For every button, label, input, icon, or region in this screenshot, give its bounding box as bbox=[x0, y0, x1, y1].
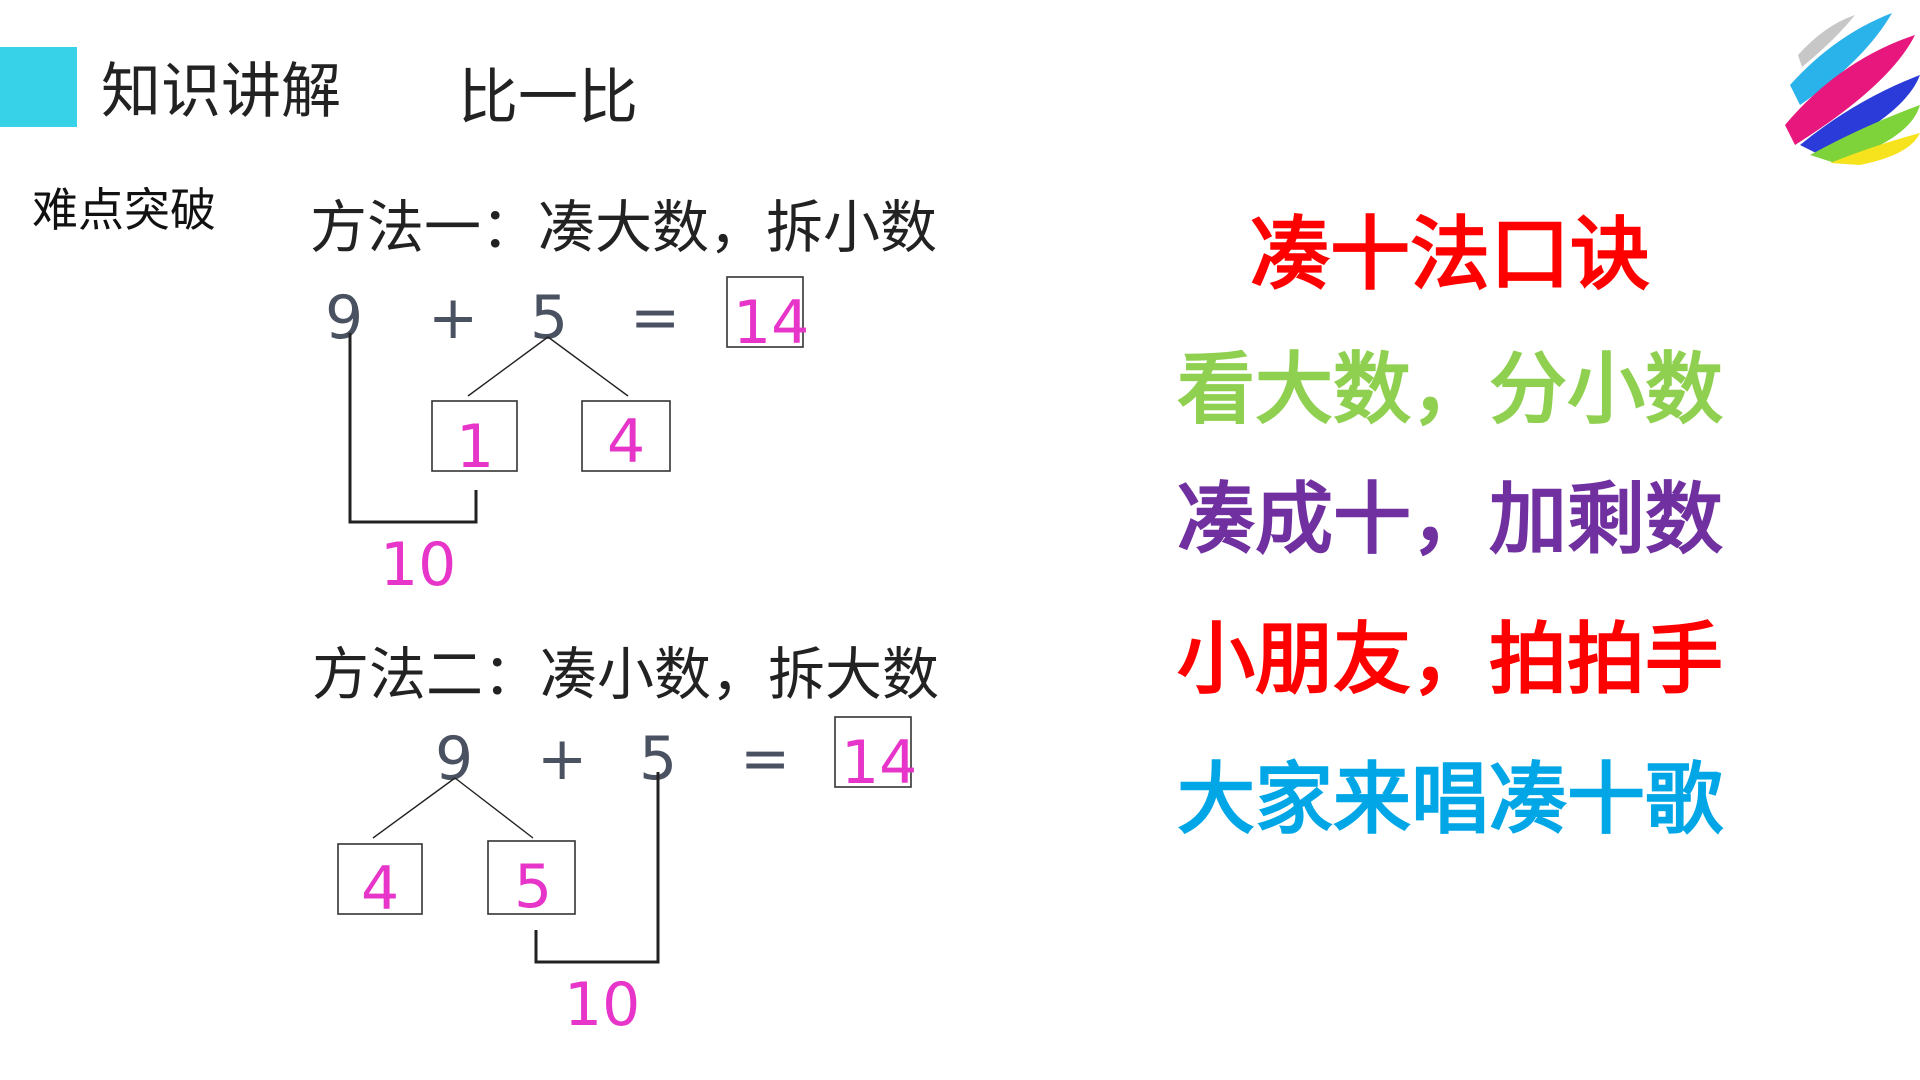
method-two-result: 14 bbox=[841, 728, 917, 798]
method-one-addend-a: 9 bbox=[325, 283, 363, 353]
method-two-equals-sign: = bbox=[740, 724, 790, 794]
method-two-addend-a: 9 bbox=[435, 724, 473, 794]
method-one-result-box bbox=[726, 276, 804, 348]
method-one-part-1: 1 bbox=[456, 412, 494, 482]
method-two-ten-label: 10 bbox=[564, 970, 640, 1040]
method-two-result-box bbox=[834, 716, 912, 788]
method-two-addend-b: 5 bbox=[639, 724, 677, 794]
method-one-addend-b: 5 bbox=[530, 283, 568, 353]
mnemonic-line-3: 小朋友，拍拍手 bbox=[1176, 615, 1723, 705]
method-two-split-line-right bbox=[454, 777, 534, 839]
method-two-part-box-2 bbox=[487, 840, 576, 915]
method-one-part-box-1 bbox=[431, 400, 518, 472]
difficulty-label: 难点突破 bbox=[32, 183, 216, 237]
method-one-equation: 9 + 5 = 14 bbox=[325, 276, 809, 358]
topic-title: 比一比 bbox=[458, 63, 638, 133]
method-two-heading: 方法二：凑小数，拆大数 bbox=[312, 642, 939, 708]
mnemonic-title: 凑十法口诀 bbox=[1250, 208, 1650, 301]
method-one-part-2: 4 bbox=[607, 407, 645, 477]
method-one-split-line-left bbox=[467, 336, 549, 397]
method-two-part-box-1 bbox=[337, 843, 423, 915]
method-two-split-line-left bbox=[372, 777, 456, 839]
method-one-split-line-right bbox=[547, 336, 629, 397]
mnemonic-line-1: 看大数，分小数 bbox=[1176, 345, 1723, 435]
method-one-ten-bracket bbox=[348, 333, 478, 524]
method-one-equals-sign: = bbox=[630, 283, 680, 353]
method-two-part-1: 4 bbox=[361, 854, 399, 924]
section-title: 知识讲解 bbox=[101, 57, 341, 127]
method-one-part-box-2 bbox=[581, 400, 671, 472]
method-one-plus-sign: + bbox=[428, 283, 478, 353]
colorful-brush-logo-icon bbox=[1785, 13, 1920, 165]
method-one-ten-label: 10 bbox=[380, 530, 456, 600]
mnemonic-line-2: 凑成十，加剩数 bbox=[1176, 475, 1723, 565]
method-two-part-2: 5 bbox=[514, 852, 552, 922]
method-one-result: 14 bbox=[733, 288, 809, 358]
method-one-heading: 方法一：凑大数，拆小数 bbox=[310, 195, 937, 261]
method-two-plus-sign: + bbox=[537, 724, 587, 794]
header-accent-square bbox=[0, 47, 77, 127]
method-two-equation: 9 + 5 = 14 bbox=[435, 716, 917, 798]
method-two-ten-bracket bbox=[534, 772, 660, 964]
mnemonic-line-4: 大家来唱凑十歌 bbox=[1176, 755, 1723, 845]
